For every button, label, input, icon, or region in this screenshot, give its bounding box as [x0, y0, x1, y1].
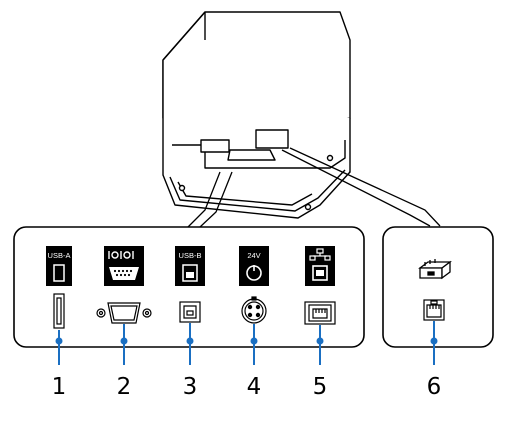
port-6: 6 [418, 259, 452, 400]
drawer-connector-panel [382, 226, 494, 348]
serial-ioioi-icon [108, 251, 139, 280]
usb-b-port [179, 301, 201, 323]
power-dc-icon [246, 265, 262, 281]
cash-drawer-icon [418, 259, 452, 280]
callout-leader-drawer [281, 149, 431, 227]
port-3: USB-B 3 [175, 246, 205, 400]
printer-illustration [162, 11, 351, 219]
port-number-1: 1 [52, 374, 67, 400]
drawer-kick-port [423, 299, 445, 321]
power-24v-port [241, 296, 267, 324]
port-5: 5 [304, 246, 336, 400]
serial-db9-port [96, 302, 152, 324]
usb-b-badge-label: USB-B [179, 251, 202, 260]
port-number-5: 5 [313, 374, 328, 400]
callout-leader-main [187, 171, 221, 228]
leader-1-dot [55, 337, 63, 345]
usb-a-icon [53, 264, 65, 282]
leader-5-dot [316, 337, 324, 345]
port-1: USB-A 1 [46, 246, 72, 400]
port-2: 2 [96, 246, 152, 400]
leader-3-dot [186, 337, 194, 345]
leader-6-dot [430, 337, 438, 345]
port-number-3: 3 [183, 374, 198, 400]
leader-4-dot [250, 337, 258, 345]
leader-2-dot [120, 337, 128, 345]
port-4: 24V 4 [239, 246, 269, 400]
usb-b-icon [182, 264, 198, 282]
network-lan-icon [309, 248, 331, 281]
usb-a-port [53, 293, 65, 329]
port-number-2: 2 [117, 374, 132, 400]
usb-a-badge-label: USB-A [48, 251, 71, 260]
port-number-6: 6 [427, 374, 442, 400]
port-number-4: 4 [247, 374, 262, 400]
callout-leader-drawer-2 [289, 147, 441, 227]
power-badge-label: 24V [247, 251, 260, 260]
ethernet-rj45-port [304, 301, 336, 325]
callout-leader-main-2 [199, 171, 233, 228]
